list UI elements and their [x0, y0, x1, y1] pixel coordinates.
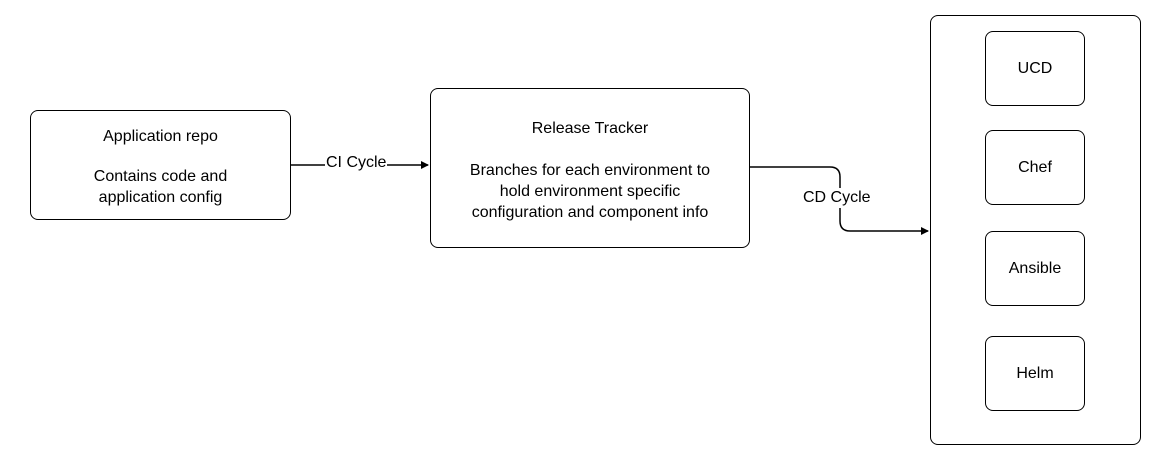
- application-repo-desc-line-1: Contains code and: [93, 168, 228, 185]
- ci-cycle-label: CI Cycle: [325, 153, 388, 173]
- release-tracker-desc-line-1: Branches for each environment to: [469, 162, 711, 179]
- release-tracker-node[interactable]: Release Tracker Branches for each enviro…: [430, 88, 750, 248]
- application-repo-description: Contains code and application config: [31, 166, 290, 208]
- release-tracker-description: Branches for each environment to hold en…: [431, 160, 749, 223]
- application-repo-title: Application repo: [103, 128, 218, 145]
- release-tracker-desc-line-3: configuration and component info: [471, 204, 709, 221]
- release-tracker-title: Release Tracker: [531, 120, 649, 137]
- release-tracker-desc-line-2: hold environment specific: [499, 183, 681, 200]
- target-chef[interactable]: Chef: [985, 130, 1085, 205]
- application-repo-desc-line-2: application config: [98, 189, 223, 206]
- target-ansible[interactable]: Ansible: [985, 231, 1085, 306]
- cd-cycle-label: CD Cycle: [802, 188, 872, 208]
- target-helm[interactable]: Helm: [985, 336, 1085, 411]
- deployment-targets-container[interactable]: UCD Chef Ansible Helm: [930, 15, 1141, 445]
- application-repo-node[interactable]: Application repo Contains code and appli…: [30, 110, 291, 220]
- target-ucd[interactable]: UCD: [985, 31, 1085, 106]
